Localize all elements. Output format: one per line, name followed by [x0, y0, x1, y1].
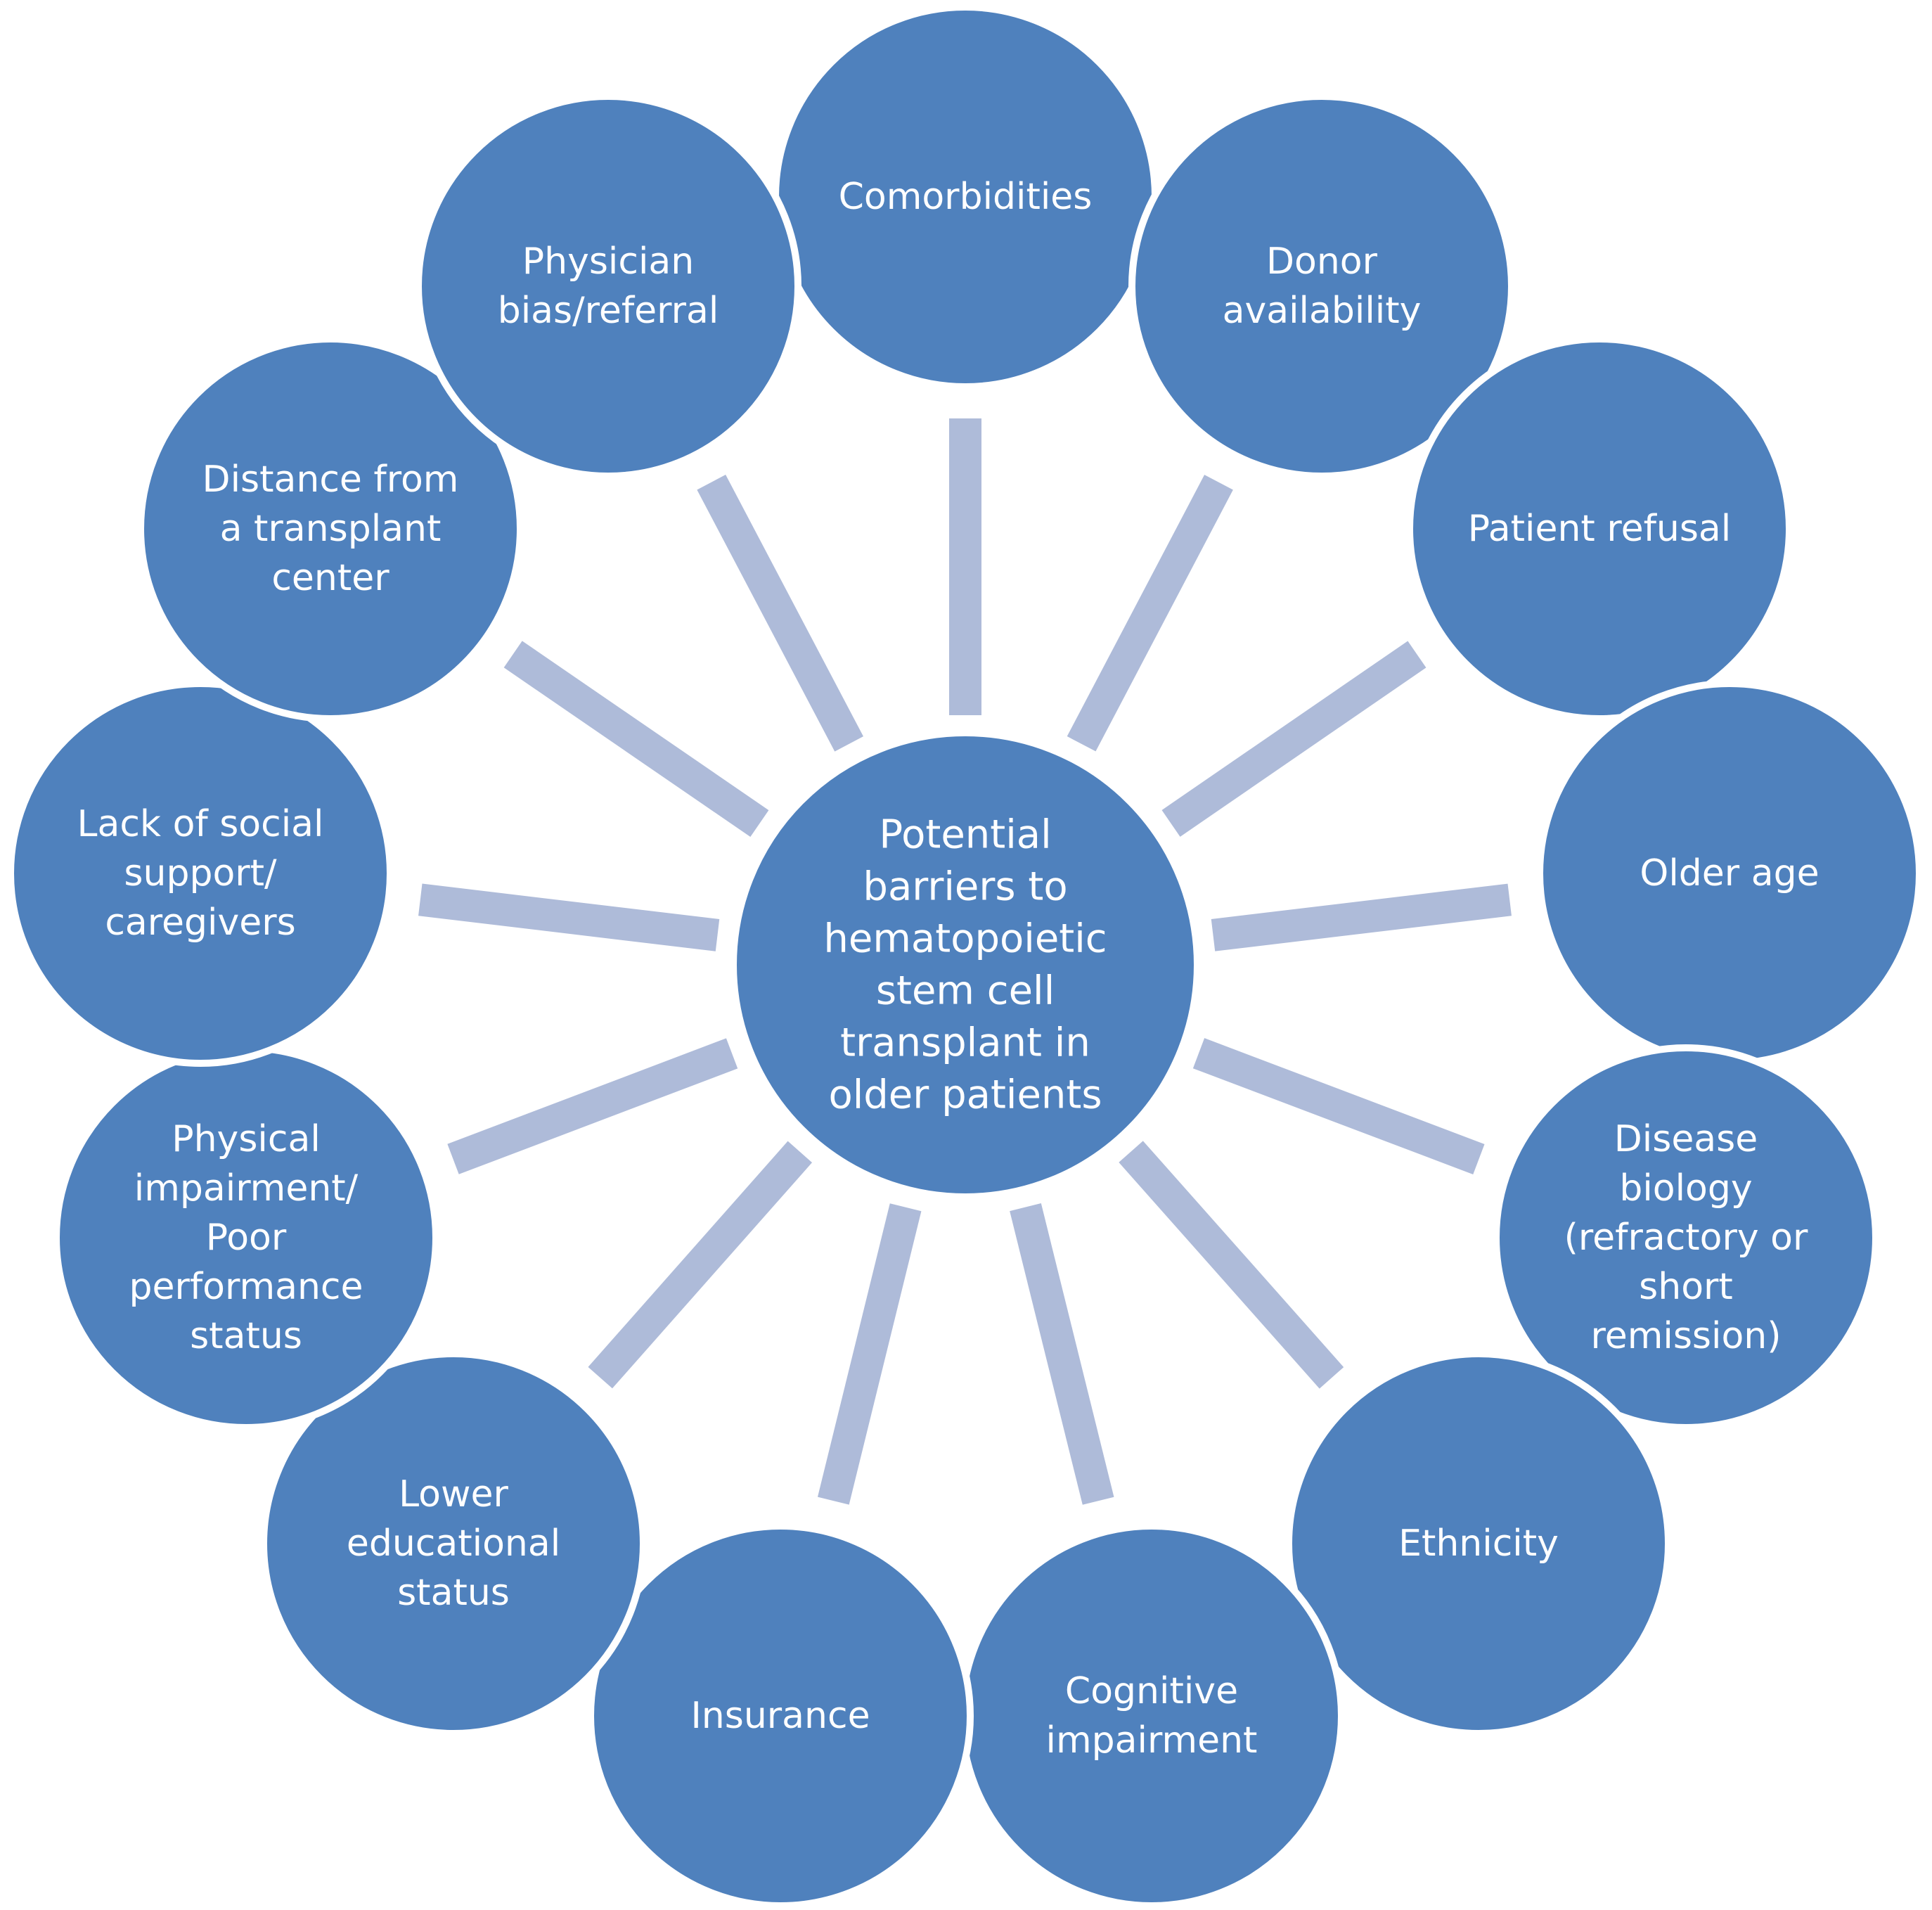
spoke-lower-educational-status: [588, 1141, 813, 1389]
node-lower-educational-status: Lower educational status: [260, 1350, 647, 1737]
center-node: Potential barriers to hematopoietic stem ce…: [730, 729, 1201, 1200]
spoke-physical-impairment: [447, 1038, 738, 1174]
spoke-lack-of-social-support: [418, 883, 720, 951]
patient-refusal-label-line: Patient refusal: [1468, 508, 1732, 550]
disease-biology-label-line: remission): [1590, 1315, 1781, 1357]
node-insurance: Insurance: [587, 1523, 974, 1909]
distance-from-transplant-center-label-line: center: [271, 557, 389, 599]
node-disease-biology: Disease biology (refractory or short remissi…: [1493, 1044, 1879, 1431]
disease-biology-label-line: (refractory or: [1564, 1217, 1808, 1259]
disease-biology-label-line: short: [1639, 1266, 1733, 1308]
node-circle-cognitive-impairment: [958, 1523, 1345, 1909]
physician-bias-label-line: bias/referral: [498, 290, 719, 332]
disease-biology-label-line: biology: [1619, 1167, 1752, 1210]
center-label-line: barriers to: [863, 864, 1067, 910]
connector-spokes: [418, 418, 1512, 1505]
distance-from-transplant-center-label-line: a transplant: [220, 508, 442, 550]
physician-bias-label-line: Physician: [522, 241, 695, 283]
physical-impairment-label-line: performance: [129, 1266, 363, 1308]
node-cognitive-impairment: Cognitive impairment: [958, 1523, 1345, 1909]
node-distance-from-transplant-center: Distance from a transplant center: [137, 335, 524, 722]
comorbidities-label-line: Comorbidities: [839, 176, 1093, 218]
disease-biology-label-line: Disease: [1614, 1118, 1758, 1160]
lack-of-social-support-label-line: caregivers: [105, 902, 295, 944]
physical-impairment-label-line: status: [190, 1315, 302, 1357]
center-label-line: stem cell: [876, 968, 1055, 1014]
center-circle: [730, 729, 1201, 1200]
center-label-line: transplant in: [840, 1020, 1090, 1066]
spoke-distance-from-transplant-center: [503, 641, 769, 838]
center-node-group: Potential barriers to hematopoietic stem ce…: [730, 729, 1201, 1200]
node-patient-refusal: Patient refusal: [1406, 335, 1793, 722]
ethnicity-label-line: Ethnicity: [1398, 1523, 1559, 1565]
lack-of-social-support-label-line: support/: [124, 852, 277, 895]
node-comorbidities: Comorbidities: [772, 4, 1159, 390]
lower-educational-status-label-line: status: [397, 1572, 510, 1614]
spoke-donor-availability: [1067, 475, 1233, 752]
physical-impairment-label-line: impairment/: [134, 1167, 359, 1210]
spoke-disease-biology: [1192, 1038, 1485, 1174]
node-circle-ethnicity: [1285, 1350, 1672, 1737]
center-label-line: Potential: [879, 812, 1051, 858]
node-circle-insurance: [587, 1523, 974, 1909]
node-circle-distance-from-transplant-center: [137, 335, 524, 722]
spoke-ethnicity: [1119, 1141, 1344, 1389]
center-label-line: hematopoietic: [823, 916, 1107, 962]
node-circle-donor-availability: [1128, 93, 1515, 480]
distance-from-transplant-center-label-line: Distance from: [202, 459, 459, 501]
spoke-cognitive-impairment: [1010, 1203, 1114, 1505]
lack-of-social-support-label-line: Lack of social: [77, 803, 324, 845]
node-circle-patient-refusal: [1406, 335, 1793, 722]
physical-impairment-label-line: Physical: [172, 1118, 321, 1160]
lower-educational-status-label-line: Lower: [399, 1473, 508, 1515]
physical-impairment-label-line: Poor: [206, 1217, 287, 1259]
cognitive-impairment-label-line: Cognitive: [1065, 1670, 1238, 1712]
donor-availability-label-line: Donor: [1266, 241, 1378, 283]
node-donor-availability: Donor availability: [1128, 93, 1515, 480]
node-physical-impairment: Physical impairment/Poor performance status: [53, 1044, 439, 1431]
node-circle-disease-biology: [1493, 1044, 1879, 1431]
older-age-label-line: Older age: [1640, 852, 1819, 895]
spoke-patient-refusal: [1161, 641, 1427, 837]
insurance-label-line: Insurance: [690, 1695, 870, 1737]
node-circle-lower-educational-status: [260, 1350, 647, 1737]
node-ethnicity: Ethnicity: [1285, 1350, 1672, 1737]
node-physician-bias: Physician bias/referral: [415, 93, 801, 480]
center-label-line: older patients: [828, 1072, 1102, 1118]
spoke-insurance: [817, 1203, 922, 1505]
node-lack-of-social-support: Lack of social support/caregivers: [7, 680, 394, 1067]
node-circle-physician-bias: [415, 93, 801, 480]
cognitive-impairment-label-line: impairment: [1046, 1719, 1258, 1762]
spoke-physician-bias: [697, 475, 863, 752]
spoke-older-age: [1211, 883, 1512, 951]
lower-educational-status-label-line: educational: [347, 1523, 560, 1565]
node-circle-lack-of-social-support: [7, 680, 394, 1067]
node-older-age: Older age: [1536, 680, 1923, 1067]
donor-availability-label-line: availability: [1223, 290, 1422, 332]
